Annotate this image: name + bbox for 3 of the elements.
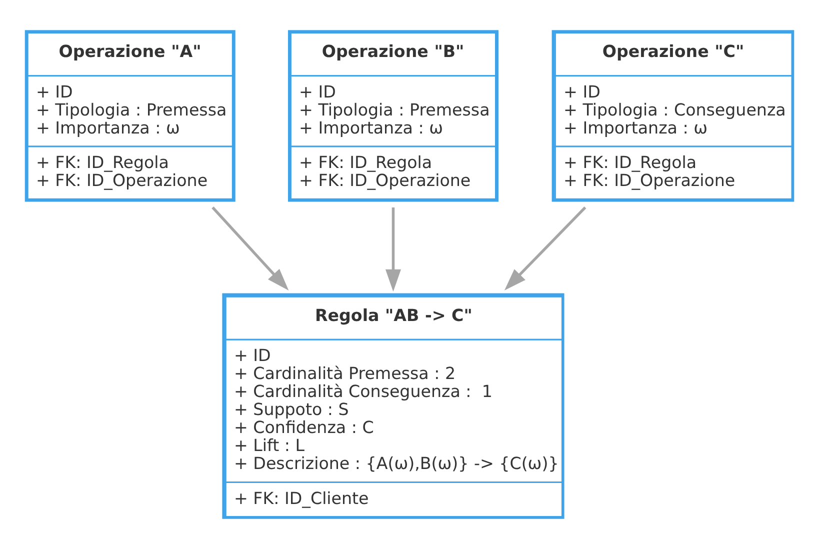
- arrow: [212, 206, 289, 290]
- arrow: [385, 206, 401, 292]
- arrow: [504, 206, 586, 290]
